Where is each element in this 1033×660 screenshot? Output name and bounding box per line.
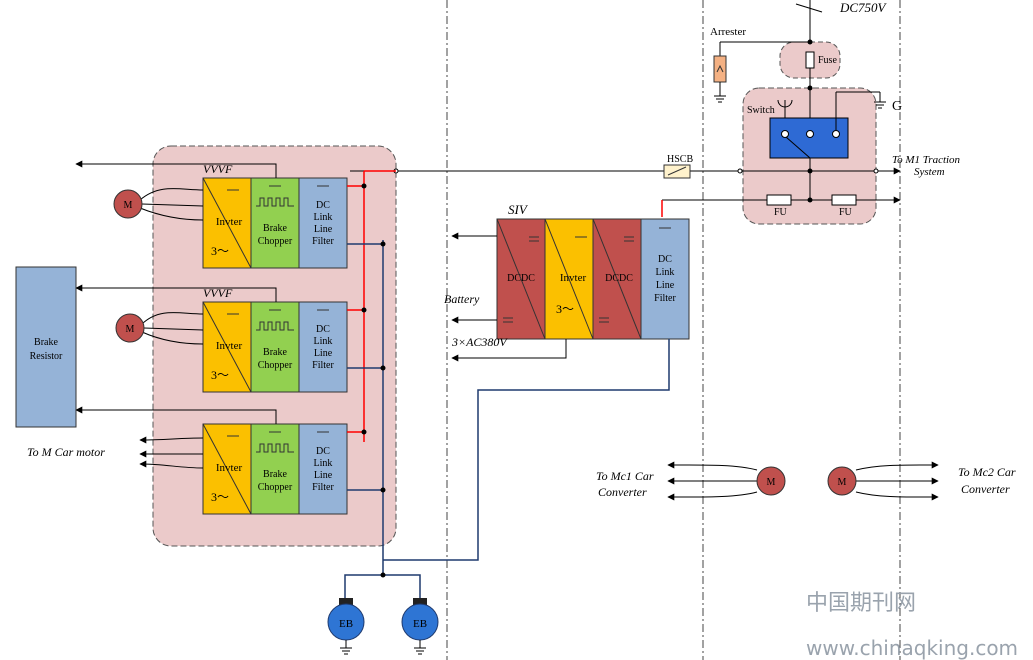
vvvf-phase-label: 3～ xyxy=(211,490,229,504)
siv-label: SIV xyxy=(508,202,529,217)
vvvf-dc-link-filter xyxy=(298,301,348,393)
fuse xyxy=(805,51,815,69)
vvvf-chopper-label-1: Brake xyxy=(263,347,287,358)
ground-label: G xyxy=(892,99,902,114)
watermark-cn: 中国期刊网 xyxy=(806,591,916,616)
vvvf-filter-label-3: Line xyxy=(314,224,333,235)
vvvf-phase-label: 3～ xyxy=(211,368,229,382)
eb-1: EB xyxy=(327,598,365,655)
vvvf-filter-label-1: DC xyxy=(316,446,330,457)
siv-filter-l1: DC xyxy=(658,254,672,265)
eb-1-label: EB xyxy=(339,618,353,630)
vvvf-filter-label-2: Link xyxy=(314,336,333,347)
vvvf-chopper-label-1: Brake xyxy=(263,469,287,480)
battery-label: Battery xyxy=(444,292,480,306)
vvvf-filter-label-1: DC xyxy=(316,200,330,211)
siv-phase-label: 3～ xyxy=(556,302,574,316)
vvvf-units: VVVFInvter3～BrakeChopperDCLinkLineFilter… xyxy=(75,160,386,515)
watermark-url: www.chinaqking.com xyxy=(806,636,1018,660)
mc1-motor: M xyxy=(667,461,786,501)
mc2-line2: Converter xyxy=(961,482,1010,496)
hscb-label: HSCB xyxy=(667,154,693,165)
motor-label: M xyxy=(126,324,135,335)
vvvf-brake-chopper xyxy=(250,423,300,515)
vvvf-chopper-label-1: Brake xyxy=(263,223,287,234)
vvvf-motor-1: M xyxy=(113,188,204,221)
eb-1-ground-icon xyxy=(340,647,352,655)
mc2-motor: M xyxy=(827,461,939,501)
eb-2-label: EB xyxy=(413,618,427,630)
fu-1 xyxy=(766,194,792,206)
vvvf-motor-2: M xyxy=(115,312,204,345)
siv-dcdc-1-label: DCDC xyxy=(507,273,535,284)
arrester-ground-icon xyxy=(714,95,726,103)
vvvf-filter-label-4: Filter xyxy=(312,360,334,371)
mc1-line1: To Mc1 Car xyxy=(596,469,654,483)
source-tick xyxy=(795,3,823,13)
siv-dcdc-2-label: DCDC xyxy=(605,273,633,284)
switch-box xyxy=(769,117,849,159)
vvvf-filter-label-2: Link xyxy=(314,458,333,469)
siv-filter-l2: Link xyxy=(656,267,675,278)
traction-output-line1: To M1 Traction xyxy=(892,154,961,166)
vvvf-filter-label-4: Filter xyxy=(312,482,334,493)
eb-2: EB xyxy=(401,598,439,655)
vvvf-label: VVVF xyxy=(203,162,233,176)
vvvf-chopper-label-2: Chopper xyxy=(258,482,293,493)
vvvf-brake-chopper xyxy=(250,177,300,269)
switch-label: Switch xyxy=(747,105,775,116)
siv-filter-l4: Filter xyxy=(654,293,676,304)
fu-2 xyxy=(831,194,857,206)
vvvf-dc-link-filter xyxy=(298,177,348,269)
brake-resistor xyxy=(15,266,77,428)
mc1-motor-label: M xyxy=(767,477,776,488)
vvvf-inverter-label: Invter xyxy=(216,216,243,228)
fuse-label: Fuse xyxy=(818,55,837,66)
vvvf-filter-label-1: DC xyxy=(316,324,330,335)
mc2-line1: To Mc2 Car xyxy=(958,465,1016,479)
ac-output-label: 3×AC380V xyxy=(451,335,508,349)
arrester xyxy=(713,55,727,83)
siv-filter xyxy=(640,218,690,340)
ground-icon xyxy=(874,101,886,109)
siv-inverter-label: Invter xyxy=(560,272,587,284)
traction-output-line2: System xyxy=(914,166,945,178)
vvvf-phase-label: 3～ xyxy=(211,244,229,258)
fu-1-label: FU xyxy=(774,207,788,218)
brake-resistor-line1: Brake xyxy=(34,337,58,348)
source-label: DC750V xyxy=(839,0,888,15)
vvvf-chopper-label-2: Chopper xyxy=(258,360,293,371)
vvvf-chopper-label-2: Chopper xyxy=(258,236,293,247)
arrester-label: Arrester xyxy=(710,26,746,38)
vvvf-brake-chopper xyxy=(250,301,300,393)
fu-2-label: FU xyxy=(839,207,853,218)
vvvf-filter-label-3: Line xyxy=(314,470,333,481)
vvvf-filter-label-2: Link xyxy=(314,212,333,223)
vvvf-filter-label-3: Line xyxy=(314,348,333,359)
vvvf-dc-link-filter xyxy=(298,423,348,515)
vvvf-inverter-label: Invter xyxy=(216,462,243,474)
vvvf-filter-label-4: Filter xyxy=(312,236,334,247)
siv-unit: DCDC Invter 3～ DCDC DC Link Line Filter xyxy=(496,218,690,340)
vvvf-inverter-label: Invter xyxy=(216,340,243,352)
motor-label: M xyxy=(124,200,133,211)
mc2-motor-label: M xyxy=(838,477,847,488)
vvvf-label: VVVF xyxy=(203,286,233,300)
m-car-motor-label: To M Car motor xyxy=(27,445,105,459)
siv-filter-l3: Line xyxy=(656,280,675,291)
mc1-line2: Converter xyxy=(598,485,647,499)
eb-2-ground-icon xyxy=(414,647,426,655)
brake-resistor-line2: Resistor xyxy=(30,351,63,362)
siv-return-line xyxy=(383,339,670,561)
